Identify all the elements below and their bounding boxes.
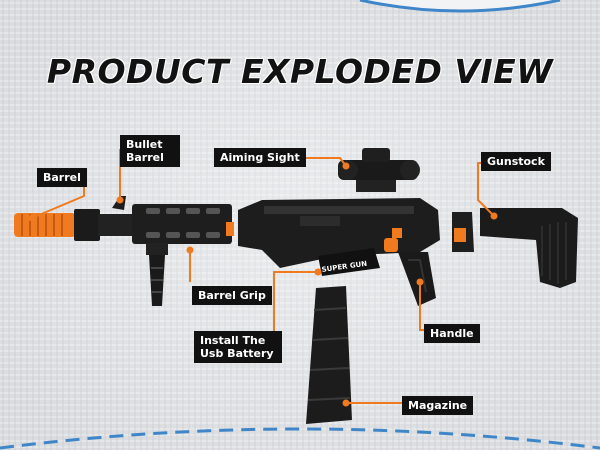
magazine-part: [306, 286, 352, 424]
gunstock-part: [452, 208, 578, 288]
barrel-part: [14, 209, 140, 241]
aiming-sight-part: [338, 148, 420, 192]
handle-part: [398, 252, 436, 306]
label-battery: Install The Usb Battery: [194, 331, 282, 363]
receiver-body-part: SUPER GUN: [238, 198, 440, 276]
bottom-dashed-arc: [0, 427, 600, 450]
leader-dots: [28, 162, 498, 407]
page-title: PRODUCT EXPLODED VIEW: [46, 52, 554, 91]
label-handle: Handle: [424, 324, 480, 343]
label-gunstock: Gunstock: [481, 152, 551, 171]
barrel-grip-part: [146, 243, 168, 306]
label-bullet-barrel: Bullet Barrel: [120, 135, 180, 167]
label-barrel: Barrel: [37, 168, 87, 187]
label-aiming-sight: Aiming Sight: [214, 148, 306, 167]
label-barrel-grip: Barrel Grip: [192, 286, 272, 305]
label-magazine: Magazine: [402, 396, 474, 415]
top-blue-arc: [359, 0, 561, 13]
